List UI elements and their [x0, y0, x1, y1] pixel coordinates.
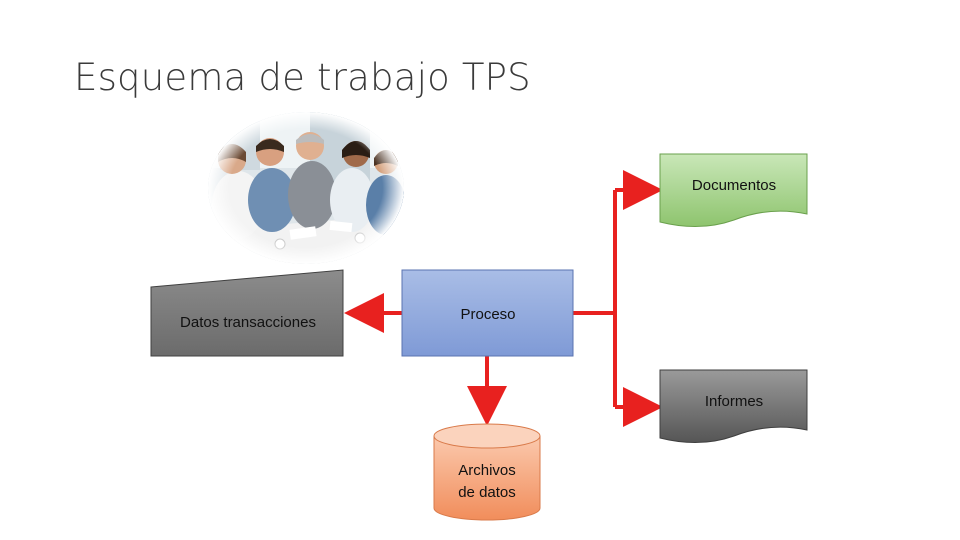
archivos-label-line2: de datos	[458, 484, 516, 501]
proceso-label: Proceso	[460, 306, 515, 323]
slide-title: Esquema de trabajo TPS	[74, 56, 531, 99]
proceso-shape: Proceso	[401, 269, 574, 357]
meeting-photo	[208, 112, 404, 264]
datos-transacciones-label: Datos transacciones	[180, 314, 316, 331]
datos-transacciones-shape: Datos transacciones	[150, 269, 344, 357]
documentos-shape: Documentos	[659, 153, 808, 228]
archivos-label-line1: Archivos	[458, 462, 516, 479]
archivos-datos-shape: Archivos de datos	[433, 423, 541, 521]
informes-label: Informes	[705, 393, 763, 410]
documentos-label: Documentos	[692, 177, 776, 194]
informes-shape: Informes	[659, 369, 808, 444]
connector-arrows	[344, 170, 663, 427]
